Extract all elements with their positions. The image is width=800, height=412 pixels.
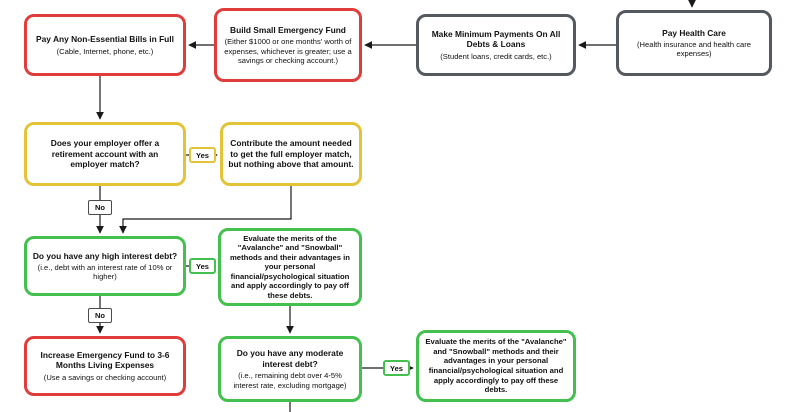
node-contribute-employer-match: Contribute the amount needed to get the … xyxy=(220,122,362,186)
node-employer-match-question: Does your employer offer a retirement ac… xyxy=(24,122,186,186)
node-avalanche-snowball-moderate-interest: Evaluate the merits of the "Avalanche" a… xyxy=(416,330,576,402)
node-title: Increase Emergency Fund to 3-6 Months Li… xyxy=(40,349,170,371)
node-subtitle: (Student loans, credit cards, etc.) xyxy=(440,51,552,61)
node-title: Contribute the amount needed to get the … xyxy=(228,138,354,170)
connector-contribute-merge-to-high-question xyxy=(119,186,292,234)
node-pay-health-care: Pay Health Care (Health insurance and he… xyxy=(616,10,772,76)
node-title: Make Minimum Payments On All Debts & Loa… xyxy=(431,28,561,50)
node-subtitle: (i.e., remaining debt over 4-5% interest… xyxy=(233,371,347,390)
node-avalanche-snowball-high-interest: Evaluate the merits of the "Avalanche" a… xyxy=(218,228,362,306)
node-title: Evaluate the merits of the "Avalanche" a… xyxy=(425,337,567,395)
node-moderate-interest-debt-question: Do you have any moderate interest debt? … xyxy=(218,336,362,402)
node-pay-nonessential-bills: Pay Any Non-Essential Bills in Full (Cab… xyxy=(24,14,186,76)
node-title: Pay Any Non-Essential Bills in Full xyxy=(36,34,174,45)
node-subtitle: (Use a savings or checking account) xyxy=(43,372,167,382)
node-title: Do you have any moderate interest debt? xyxy=(236,348,344,369)
node-high-interest-debt-question: Do you have any high interest debt? (i.e… xyxy=(24,236,186,296)
node-subtitle: (Cable, Internet, phone, etc.) xyxy=(56,46,154,56)
node-subtitle: (i.e., debt with an interest rate of 10%… xyxy=(37,263,173,282)
node-increase-emergency-fund: Increase Emergency Fund to 3-6 Months Li… xyxy=(24,336,186,396)
label-no-high-interest: No xyxy=(88,308,112,323)
node-title: Do you have any high interest debt? xyxy=(32,250,178,261)
label-yes-employer-match: Yes xyxy=(189,147,216,163)
node-build-small-emergency-fund: Build Small Emergency Fund (Either $1000… xyxy=(214,8,362,82)
label-yes-high-interest: Yes xyxy=(189,258,216,274)
node-title: Pay Health Care xyxy=(662,27,726,38)
label-no-employer-match: No xyxy=(88,200,112,215)
node-title: Evaluate the merits of the "Avalanche" a… xyxy=(229,233,351,300)
node-make-minimum-payments: Make Minimum Payments On All Debts & Loa… xyxy=(416,14,576,76)
node-subtitle: (Health insurance and health care expens… xyxy=(637,40,751,59)
label-yes-moderate-interest: Yes xyxy=(383,360,410,376)
node-subtitle: (Either $1000 or one months' worth of ex… xyxy=(224,37,352,65)
node-title: Build Small Emergency Fund xyxy=(230,24,346,35)
node-title: Does your employer offer a retirement ac… xyxy=(50,138,160,170)
